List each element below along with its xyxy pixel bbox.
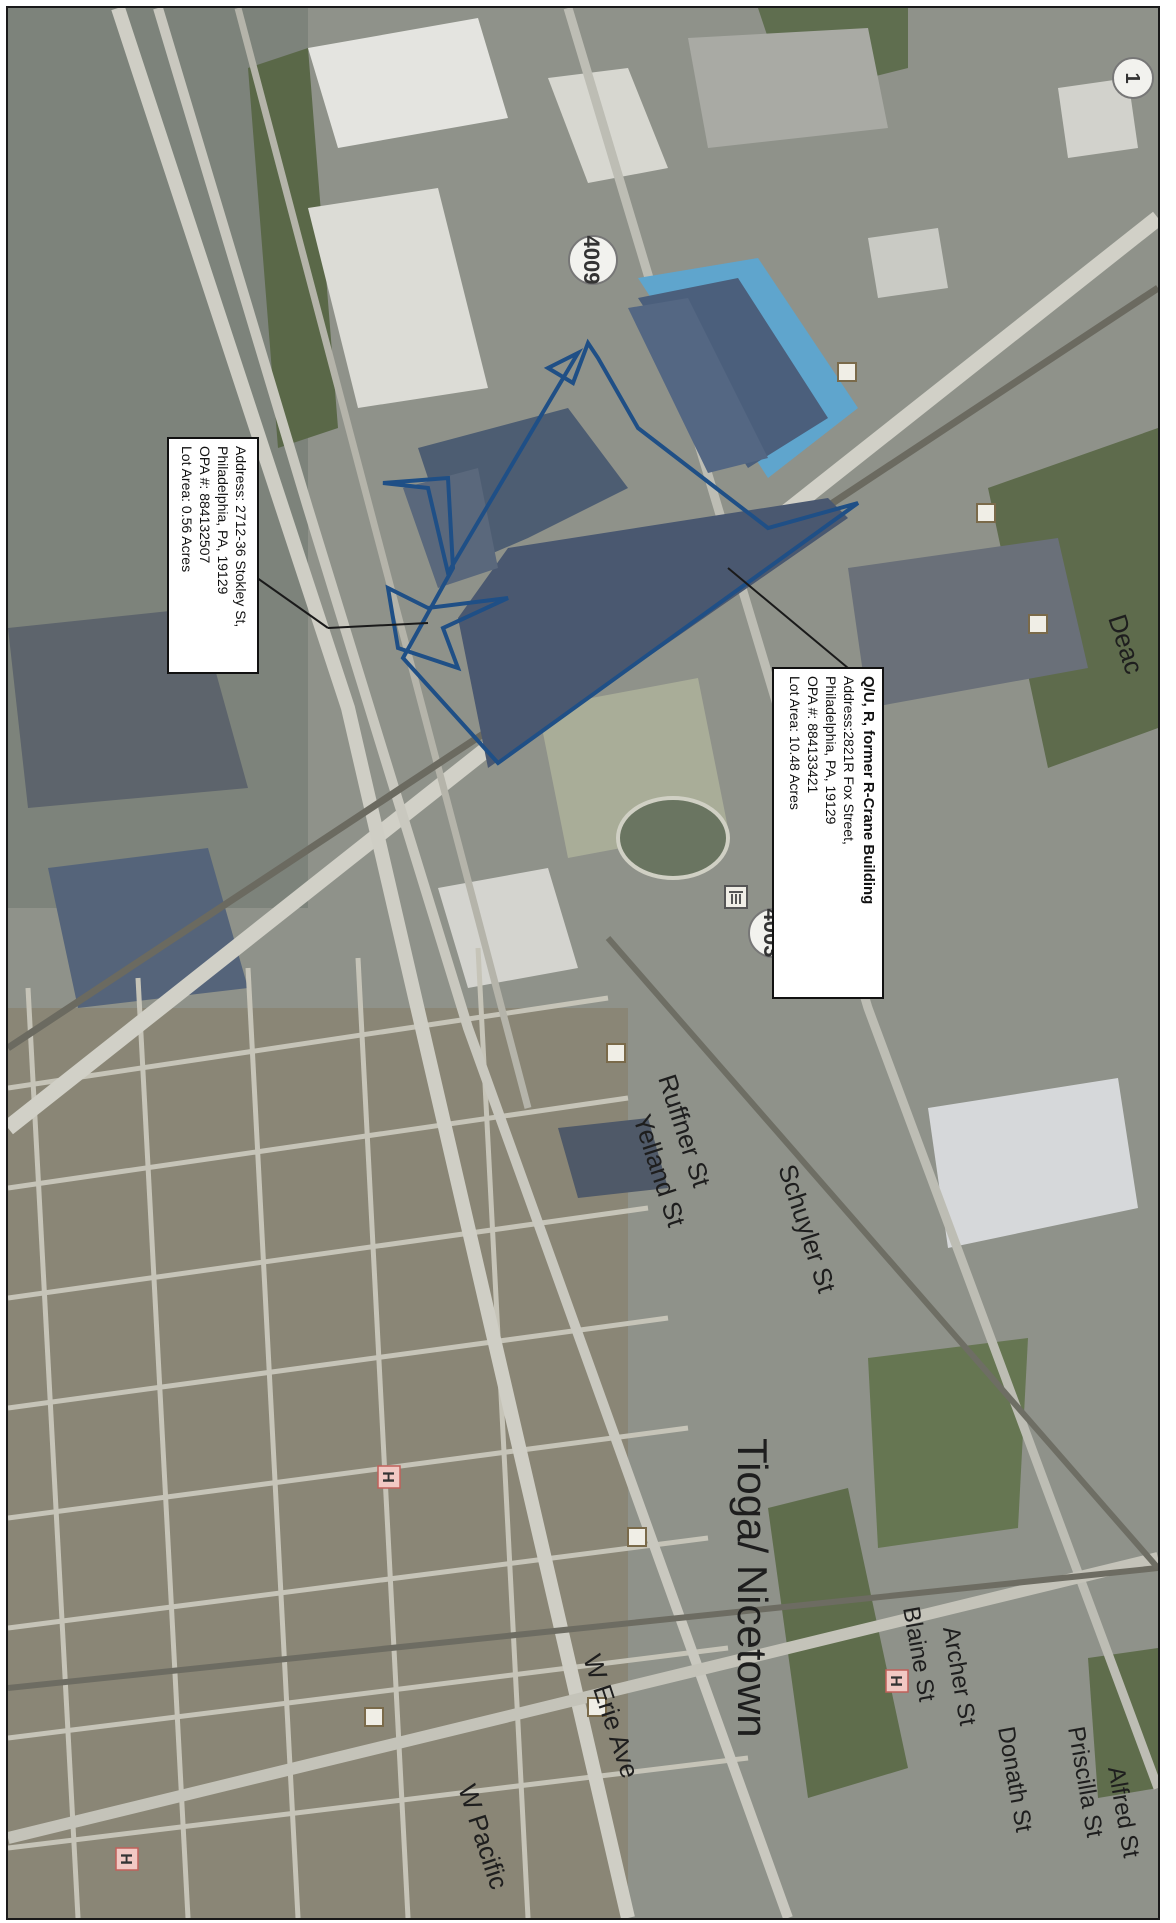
neighborhood-label: Tioga/ Nicetown: [729, 1438, 776, 1738]
warehouse-roof: [548, 68, 668, 183]
route-shield-4009-text: 4009: [579, 236, 604, 285]
stokley-city: Philadelphia, PA, 19129: [215, 446, 231, 595]
crane-title: Q/U, R, former R-Crane Building: [860, 676, 877, 904]
aerial-map[interactable]: 4009 4003 1 H H H Tioga/ Nicetown: [6, 6, 1160, 1920]
crane-parcel-outline: [382, 338, 860, 766]
crane-lot-area: Lot Area: 10.48 Acres: [787, 676, 803, 810]
bag-marker-icon: [837, 362, 857, 382]
vegetation-patch: [768, 1488, 908, 1798]
residential-street-grid: [8, 947, 749, 1918]
hospital-marker-letter: H: [887, 1675, 904, 1687]
crane-city: Philadelphia, PA, 19129: [823, 676, 839, 825]
warehouse-roof: [928, 1078, 1138, 1248]
bag-marker-icon: [627, 1527, 647, 1547]
poi-marker-icon: [606, 1043, 626, 1063]
hospital-marker: H: [115, 1847, 139, 1871]
stokley-opa: OPA #: 884132507: [197, 446, 213, 563]
stokley-parcel-outline: [385, 584, 509, 672]
building-roof: [558, 1118, 668, 1198]
crane-address: Address:2821R Fox Street,: [841, 676, 857, 845]
warehouse-roof: [308, 188, 488, 408]
crane-opa: OPA #: 884133421: [805, 676, 821, 793]
parking-lot: [848, 538, 1088, 708]
route-shield-1-text: 1: [1121, 72, 1143, 83]
vegetation-patch: [868, 1338, 1028, 1548]
hospital-marker: H: [377, 1465, 401, 1489]
warehouse-roof: [868, 228, 948, 298]
aerial-map-canvas: 4009 4003 1 H H H Tioga/ Nicetown: [8, 8, 1158, 1918]
stokley-lot-area: Lot Area: 0.56 Acres: [179, 446, 195, 572]
museum-marker-icon: [724, 885, 748, 909]
route-shield-4009: 4009: [568, 235, 618, 285]
vegetation-patch: [1088, 1648, 1158, 1798]
circular-plaza: [616, 796, 730, 880]
poi-marker-icon: [1028, 614, 1048, 634]
vegetation-patch: [988, 428, 1158, 768]
poi-marker-icon: [364, 1707, 384, 1727]
hospital-marker-letter: H: [379, 1471, 396, 1483]
building-roof: [628, 298, 768, 473]
route-shield-1: 1: [1112, 57, 1154, 99]
crane-building-roof: [458, 498, 848, 768]
parking-lot: [688, 28, 888, 148]
hospital-marker-letter: H: [117, 1853, 134, 1865]
warehouse-roof: [308, 18, 508, 148]
poi-markers: [364, 362, 1048, 1727]
hospital-marker: H: [885, 1669, 909, 1693]
warehouse-roof: [1058, 78, 1138, 158]
callout-stokley: Address: 2712-36 Stokley St,: [167, 437, 259, 674]
stokley-leader-line: [327, 622, 429, 629]
stokley-address: Address: 2712-36 Stokley St,: [233, 446, 249, 627]
poi-marker-icon: [587, 1697, 607, 1717]
crane-leader-line: [727, 567, 849, 669]
parcel-outlines: [382, 338, 860, 766]
callout-crane: Q/U, R, former R-Crane Building Address:…: [772, 667, 884, 999]
poi-marker-icon: [976, 503, 996, 523]
vegetation-patch: [248, 48, 338, 448]
